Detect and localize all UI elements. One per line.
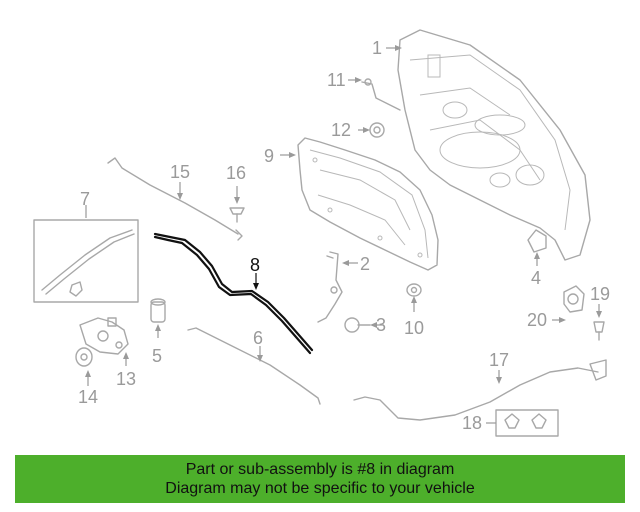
part-3: [344, 317, 371, 333]
info-banner: Part or sub-assembly is #8 in diagram Di…: [15, 455, 625, 503]
callout-15: 15: [170, 162, 190, 182]
part-19: [593, 321, 605, 341]
callout-20: 20: [527, 310, 547, 330]
callout-5: 5: [152, 346, 162, 366]
callout-4: 4: [531, 268, 541, 288]
part-16: [229, 207, 245, 223]
part-4: [527, 229, 547, 253]
part-8-highlighted: [153, 232, 314, 355]
banner-line-1: Part or sub-assembly is #8 in diagram: [185, 461, 455, 478]
part-14: [75, 347, 93, 367]
callout-17: 17: [489, 350, 509, 370]
callout-18: 18: [462, 413, 482, 433]
callout-6: 6: [253, 328, 263, 348]
callout-7: 7: [80, 189, 90, 209]
callout-12: 12: [331, 120, 351, 140]
part-11: [361, 78, 401, 111]
part-20: [563, 285, 585, 313]
part-10: [406, 283, 422, 297]
callout-11: 11: [327, 70, 346, 90]
banner-line-2: Diagram may not be specific to your vehi…: [165, 480, 475, 497]
callout-2: 2: [360, 254, 370, 274]
part-6: [187, 327, 321, 405]
part-2: [317, 251, 343, 323]
callout-1: 1: [372, 38, 382, 58]
callout-19: 19: [590, 284, 610, 304]
part-12: [369, 122, 385, 138]
part-17: [353, 359, 607, 421]
part-1-hood: [397, 29, 591, 261]
part-15: [107, 157, 243, 241]
callout-10: 10: [404, 318, 424, 338]
callout-16: 16: [226, 163, 246, 183]
callout-8: 8: [250, 255, 260, 275]
callout-14: 14: [78, 387, 98, 407]
part-13: [79, 317, 129, 355]
callout-3: 3: [376, 315, 386, 335]
callout-9: 9: [264, 146, 274, 166]
part-18: [495, 409, 559, 437]
parts-diagram: 1 11 12 9 15 16: [33, 29, 610, 437]
part-5: [150, 298, 166, 323]
callout-13: 13: [116, 369, 136, 389]
part-7: [33, 219, 139, 303]
part-9-insulator: [297, 137, 439, 271]
